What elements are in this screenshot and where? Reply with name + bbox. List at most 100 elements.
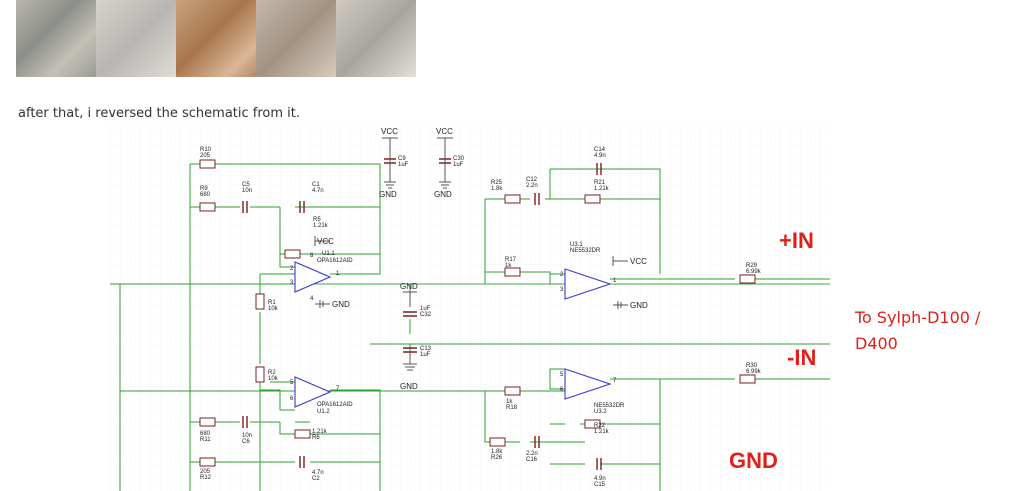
value-r29: 6.99k bbox=[746, 269, 762, 275]
label-c12: C12 bbox=[526, 177, 538, 183]
gnd-label: GND bbox=[400, 382, 418, 391]
label-c13: C13 bbox=[420, 346, 432, 352]
op-amps bbox=[294, 261, 612, 408]
pcb-photo bbox=[176, 0, 256, 77]
value-r18: R18 bbox=[506, 405, 518, 411]
value-r26: R26 bbox=[491, 455, 503, 461]
label-u32: NE5532DR bbox=[594, 403, 625, 409]
label-c2: 4.7n bbox=[312, 470, 324, 476]
value-c6: C6 bbox=[242, 439, 250, 445]
pcb-photo bbox=[96, 0, 176, 77]
label-r29: R29 bbox=[746, 263, 758, 269]
value-r11: R11 bbox=[200, 437, 211, 443]
pin-number: 4 bbox=[310, 296, 314, 302]
value-r6: R6 bbox=[312, 435, 320, 441]
label-r30: R30 bbox=[746, 363, 758, 369]
value-c2: C2 bbox=[312, 476, 320, 482]
pin-number: 5 bbox=[560, 372, 564, 378]
gnd-label: GND bbox=[379, 190, 397, 199]
schematic-diagram: R10 205 R9 680 C5 10n C1 4.7n R5 1.21k U… bbox=[110, 124, 830, 491]
value-r22: 1.21k bbox=[594, 429, 610, 435]
power-labels: VCC VCC GND GND GND GND VCC GND VCC GND bbox=[317, 127, 648, 391]
pcb-photo-strip bbox=[16, 0, 416, 77]
label-c30: C30 bbox=[453, 156, 465, 162]
label-u11: U1.1 bbox=[322, 251, 335, 257]
vcc-label: VCC bbox=[381, 127, 398, 136]
label-r9: R9 bbox=[200, 186, 208, 192]
value-r25: 1.8k bbox=[491, 186, 503, 192]
label-r22: R22 bbox=[594, 423, 606, 429]
gnd-label: GND bbox=[332, 300, 350, 309]
label-r2: R2 bbox=[268, 370, 276, 376]
in-plus-label: +IN bbox=[779, 228, 814, 253]
pcb-photo bbox=[16, 0, 96, 77]
value-r5: 1.21k bbox=[313, 223, 329, 229]
label-r6: 1.21k bbox=[312, 429, 328, 435]
power-symbols bbox=[314, 137, 628, 371]
destination-label: To Sylph-D100 / D400 bbox=[855, 305, 980, 357]
label-r26: 1.8k bbox=[491, 449, 503, 455]
pcb-photo bbox=[256, 0, 336, 77]
label-c5: C5 bbox=[242, 182, 250, 188]
value-c9: 1uF bbox=[398, 162, 409, 168]
gnd-label: GND bbox=[400, 282, 418, 291]
label-r12: 205 bbox=[200, 469, 211, 475]
value-r21: 1.21k bbox=[594, 186, 610, 192]
value-c15: C15 bbox=[594, 482, 606, 488]
pin-number: 8 bbox=[310, 253, 314, 259]
label-r21: R21 bbox=[594, 180, 606, 186]
value-u32: U3.2 bbox=[594, 409, 607, 415]
gnd-label: GND bbox=[434, 190, 452, 199]
pcb-photo bbox=[336, 0, 416, 77]
value-c32: C32 bbox=[420, 312, 432, 318]
vcc-label: VCC bbox=[436, 127, 453, 136]
value-r1: 10k bbox=[268, 306, 279, 312]
value-c13: 1uF bbox=[420, 352, 431, 358]
destination-line: D400 bbox=[855, 334, 898, 353]
value-r17: 1k bbox=[505, 263, 512, 269]
pin-number: 2 bbox=[560, 272, 564, 278]
value-r30: 6.99k bbox=[746, 369, 762, 375]
pin-number: 5 bbox=[290, 380, 294, 386]
value-r2: 10k bbox=[268, 376, 279, 382]
value-c16: C16 bbox=[526, 457, 538, 463]
value-c12: 2.2n bbox=[526, 183, 538, 189]
value-r10: 205 bbox=[200, 153, 211, 159]
post-caption: after that, i reversed the schematic fro… bbox=[18, 106, 301, 121]
destination-line: To Sylph-D100 / bbox=[855, 308, 981, 327]
pin-number: 1 bbox=[613, 278, 617, 284]
resistors bbox=[199, 159, 756, 467]
value-r9: 680 bbox=[200, 192, 211, 198]
capacitors bbox=[242, 158, 602, 470]
label-r5: R5 bbox=[313, 217, 321, 223]
component-labels: R10 205 R9 680 C5 10n C1 4.7n R5 1.21k U… bbox=[200, 147, 762, 488]
pin-number: 3 bbox=[560, 287, 564, 293]
label-c9: C9 bbox=[398, 156, 406, 162]
value-c14: 4.9n bbox=[594, 153, 606, 159]
label-u31: U3.1 bbox=[570, 242, 583, 248]
label-r17: R17 bbox=[505, 257, 517, 263]
pin-numbers: 2 3 1 8 4 5 6 7 2 3 1 5 6 7 bbox=[290, 253, 617, 402]
pin-number: 7 bbox=[336, 386, 340, 392]
value-u12: U1.2 bbox=[317, 409, 330, 415]
in-minus-label: -IN bbox=[787, 345, 817, 370]
value-r12: R12 bbox=[200, 475, 212, 481]
vcc-label: VCC bbox=[630, 257, 647, 266]
value-c5: 10n bbox=[242, 188, 252, 194]
pin-number: 3 bbox=[290, 280, 294, 286]
value-u31: NE5532DR bbox=[570, 248, 601, 254]
value-c30: 1uF bbox=[453, 162, 464, 168]
label-c6: 10n bbox=[242, 433, 252, 439]
label-u12: OPA1612AID bbox=[317, 402, 353, 408]
label-r18: 1k bbox=[506, 399, 513, 405]
label-r1: R1 bbox=[268, 300, 276, 306]
gnd-overlay-label: GND bbox=[729, 448, 778, 473]
vcc-label: VCC bbox=[317, 237, 334, 246]
label-c16: 2.2n bbox=[526, 451, 538, 457]
label-r10: R10 bbox=[200, 147, 212, 153]
pin-number: 2 bbox=[290, 266, 294, 272]
gnd-label: GND bbox=[630, 301, 648, 310]
pin-number: 6 bbox=[290, 396, 294, 402]
pin-number: 6 bbox=[560, 387, 564, 393]
label-c32: 1uF bbox=[420, 306, 431, 312]
